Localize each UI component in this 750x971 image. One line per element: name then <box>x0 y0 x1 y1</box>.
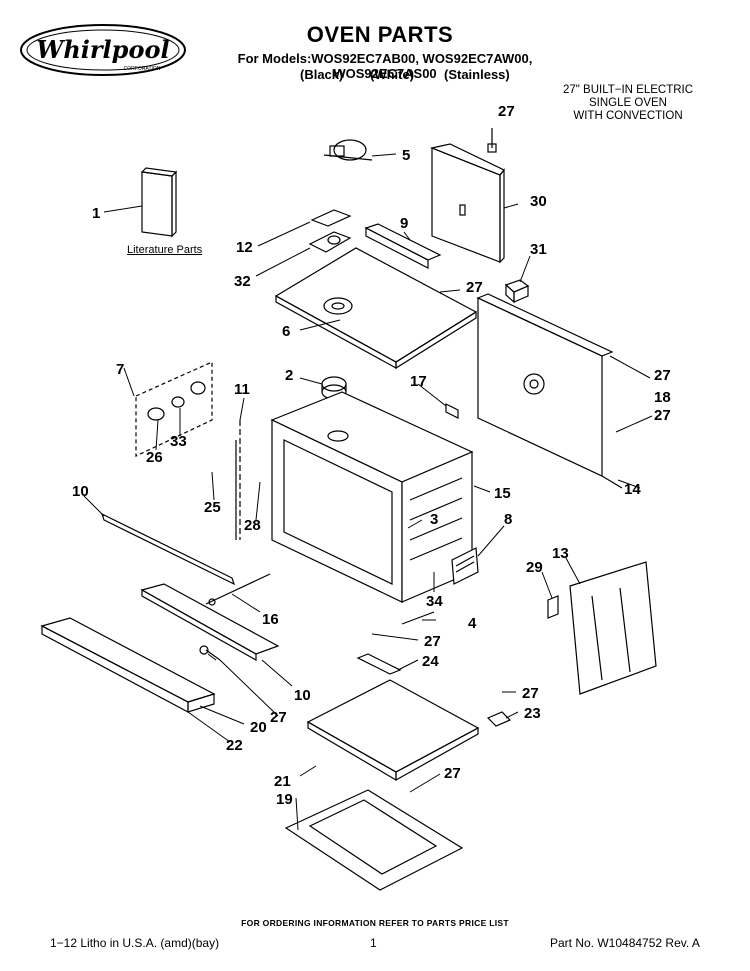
oven-cavity-part <box>270 391 474 603</box>
knob-group-part-7 <box>135 361 213 457</box>
top-plate-part-6 <box>274 247 478 370</box>
callout-6: 6 <box>282 323 290 340</box>
callout-12: 12 <box>236 239 253 256</box>
bracket-part-9 <box>364 223 442 269</box>
callout-2: 2 <box>285 367 293 384</box>
callout-33: 32 <box>234 273 251 290</box>
callout-11: 11 <box>234 381 250 398</box>
callout-25: 25 <box>204 499 221 516</box>
literature-booklet-part <box>140 167 178 238</box>
trim-part-22 <box>40 617 216 714</box>
back-panel-part-31 <box>429 143 505 264</box>
literature-parts-label: Literature Parts <box>127 244 203 256</box>
callout-28: 27 <box>270 709 287 726</box>
bracket-part-24 <box>356 653 402 675</box>
color-black: (Black) <box>300 67 344 82</box>
callout-8: 8 <box>504 511 512 528</box>
callout-14: 14 <box>624 481 641 498</box>
screw-part-27 <box>487 128 497 153</box>
callout-21: 21 <box>274 773 291 790</box>
callout-20: 20 <box>250 719 267 736</box>
element-part-4 <box>401 611 435 625</box>
color-stainless: (Stainless) <box>444 67 510 82</box>
description-line: 27" BUILT−IN ELECTRIC <box>562 84 694 96</box>
bracket-part-12 <box>310 209 352 227</box>
description-line: WITH CONVECTION <box>573 110 683 122</box>
logo-tagline: CORPORATION <box>124 66 161 72</box>
callout-27: 27 <box>466 279 483 296</box>
callout-31: 30 <box>530 193 547 210</box>
color-white: (White) <box>370 67 415 82</box>
vent-part-8 <box>451 547 479 585</box>
callout-labels: 1 2 3 4 5 6 7 8 9 10 10 11 12 13 14 15 1… <box>72 103 671 808</box>
callout-29: 28 <box>244 517 261 534</box>
callout-27: 27 <box>654 407 671 424</box>
clip-part-30 <box>547 595 559 619</box>
motor-part-5 <box>323 139 373 161</box>
callout-30: 29 <box>526 559 543 576</box>
callout-22: 22 <box>226 737 243 754</box>
bottom-panel-part-21 <box>306 679 480 782</box>
whirlpool-logo: Whirlpool CORPORATION <box>20 24 186 76</box>
callout-10: 10 <box>72 483 89 500</box>
callout-19: 19 <box>276 791 293 808</box>
callout-27: 27 <box>444 765 461 782</box>
callout-13: 13 <box>552 545 569 562</box>
part-number: Part No. W10484752 Rev. A <box>550 936 700 950</box>
page-number: 1 <box>370 936 377 950</box>
bracket-part-33 <box>308 231 352 253</box>
trim-part-10-upper <box>100 512 236 586</box>
callout-35: 34 <box>426 593 443 610</box>
gasket-part-11 <box>235 420 241 540</box>
callout-10: 10 <box>294 687 311 704</box>
side-panel-part-14 <box>476 293 623 489</box>
callout-27: 27 <box>522 685 539 702</box>
ordering-note: FOR ORDERING INFORMATION REFER TO PARTS … <box>241 918 509 928</box>
callout-32: 31 <box>530 241 547 258</box>
model-numbers: For Models:WOS92EC7AB00, WOS92EC7AW00, W… <box>237 51 533 81</box>
rod-part-16 <box>205 573 271 606</box>
callout-9: 9 <box>400 215 408 232</box>
callout-27: 27 <box>654 367 671 384</box>
product-description: 27" BUILT−IN ELECTRIC SINGLE OVEN WITH C… <box>548 84 708 123</box>
callout-18: 18 <box>654 389 671 406</box>
side-panel-part-13 <box>569 561 657 695</box>
callout-7: 7 <box>116 361 124 378</box>
callout-24: 24 <box>422 653 439 670</box>
callout-27: 27 <box>424 633 441 650</box>
bottom-pan-part-19 <box>284 789 464 891</box>
screw-part-28 <box>199 645 221 661</box>
trim-part-10-lower <box>140 583 280 662</box>
callout-5: 5 <box>402 147 410 164</box>
callout-23: 23 <box>524 705 541 722</box>
clip-part-17 <box>445 403 459 419</box>
callout-34: 33 <box>170 433 187 450</box>
bracket-part-23 <box>486 711 512 727</box>
callout-26: 26 <box>146 449 163 466</box>
callout-15: 15 <box>494 485 511 502</box>
description-line: SINGLE OVEN <box>589 97 667 109</box>
page-title: OVEN PARTS <box>306 22 454 47</box>
litho-info: 1−12 Litho in U.S.A. (amd)(bay) <box>50 936 220 950</box>
callout-27: 27 <box>498 103 515 120</box>
callout-17: 17 <box>410 373 427 390</box>
block-part-32 <box>504 279 530 304</box>
callout-3: 3 <box>430 511 438 528</box>
leader-lines <box>83 153 653 831</box>
callout-16: 16 <box>262 611 279 628</box>
callout-4: 4 <box>468 615 477 632</box>
callout-1: 1 <box>92 205 100 222</box>
logo-wordmark: Whirlpool <box>36 35 169 64</box>
